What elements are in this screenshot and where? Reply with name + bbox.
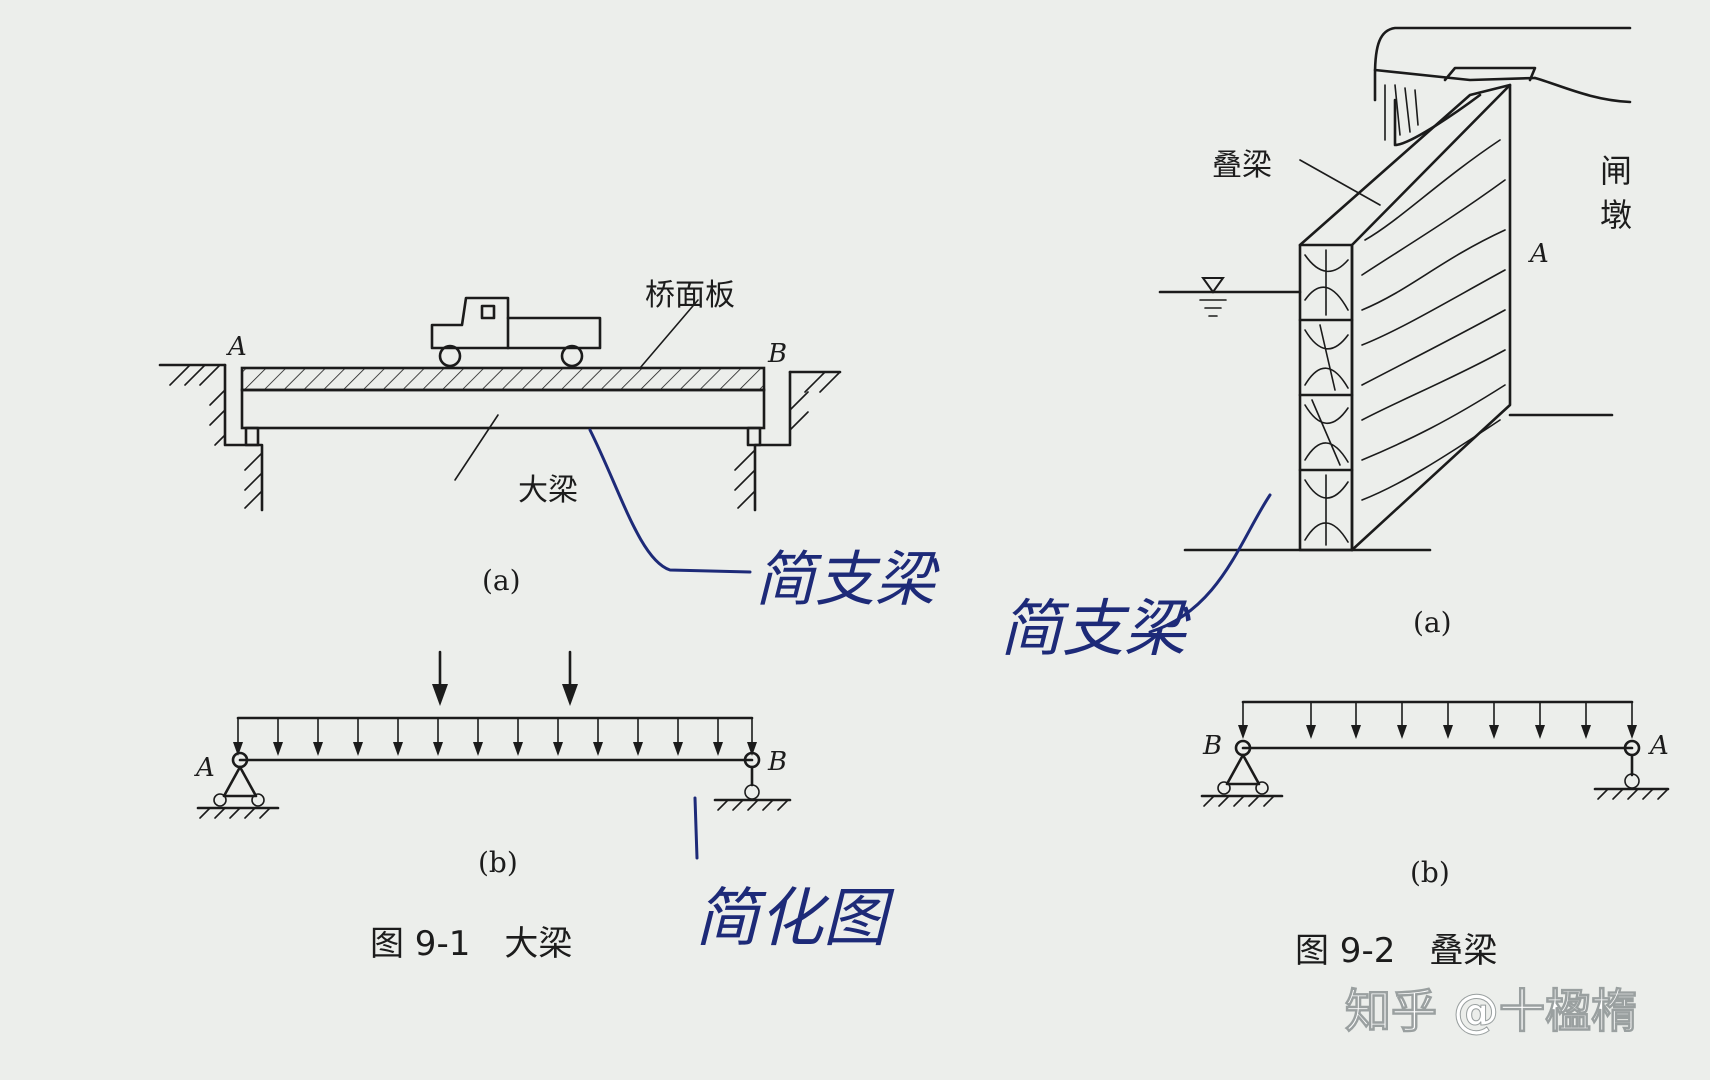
handwritten-note-simplified: 简化图 bbox=[693, 796, 895, 956]
handwritten-note-simple-beam-1: 简支梁 bbox=[588, 428, 940, 615]
sub-a-fig1: (a) bbox=[482, 564, 521, 597]
label-B-fig1a: B bbox=[767, 339, 787, 369]
roller-support-B bbox=[713, 751, 792, 811]
handwritten-text-1: 简支梁 bbox=[755, 545, 940, 615]
concentrated-load-arrows bbox=[432, 650, 578, 706]
sub-b-fig2: (b) bbox=[1410, 856, 1450, 889]
left-abutment bbox=[158, 363, 264, 512]
label-B-fig2b: B bbox=[1202, 731, 1222, 761]
label-pier-2: 墩 bbox=[1600, 196, 1632, 234]
watermark: 知乎 @十楹楕 bbox=[1345, 984, 1637, 1038]
sub-a-fig2: (a) bbox=[1413, 606, 1452, 639]
right-abutment bbox=[734, 370, 842, 512]
handwritten-text-2: 简化图 bbox=[695, 882, 895, 956]
fig2b-simplified-beam: B A (b) bbox=[1200, 700, 1670, 889]
fig2a-stacked-beam-drawing: 叠梁 闸 墩 A (a) bbox=[1158, 26, 1632, 639]
label-A-fig2a: A bbox=[1528, 239, 1549, 269]
label-A-fig1b: A bbox=[194, 753, 215, 783]
distributed-load-arrows bbox=[233, 717, 757, 756]
main-beam bbox=[240, 388, 766, 430]
label-A-fig2b: A bbox=[1648, 731, 1669, 761]
sub-b-fig1: (b) bbox=[478, 846, 518, 879]
fig1a-bridge-drawing: A B 桥面板 大梁 (a) bbox=[158, 278, 842, 597]
pinned-support-A bbox=[196, 751, 280, 819]
truck-icon bbox=[430, 296, 602, 368]
label-B-fig1b: B bbox=[767, 747, 787, 777]
label-beam: 大梁 bbox=[518, 473, 578, 508]
caption-fig2: 图 9-2 叠梁 bbox=[1295, 931, 1497, 971]
label-pier-1: 闸 bbox=[1600, 152, 1632, 190]
bridge-deck bbox=[240, 366, 766, 392]
label-deck: 桥面板 bbox=[645, 278, 735, 313]
roller-support-A bbox=[1593, 739, 1670, 800]
handwritten-text-3: 简支梁 bbox=[1000, 592, 1191, 665]
label-stacked-beam: 叠梁 bbox=[1212, 148, 1272, 183]
pinned-support-B bbox=[1200, 739, 1284, 807]
distributed-load-arrows-2 bbox=[1238, 701, 1637, 739]
label-A-fig1a: A bbox=[226, 332, 247, 362]
caption-fig1: 图 9-1 大梁 bbox=[370, 924, 572, 964]
fig1b-simplified-beam: A B (b) bbox=[194, 650, 792, 879]
handwritten-note-simple-beam-2: 简支梁 bbox=[1000, 493, 1272, 665]
